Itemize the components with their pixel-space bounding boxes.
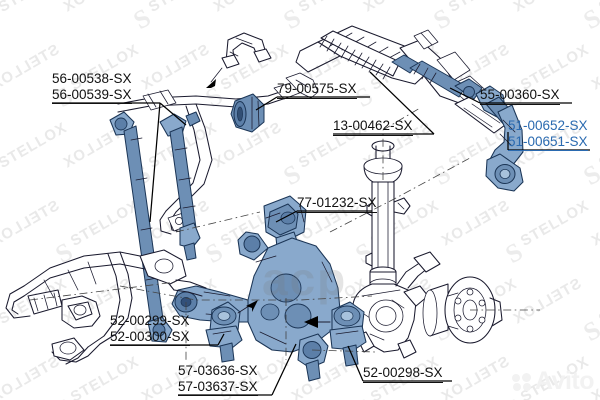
part-bushing-clamp — [221, 32, 272, 69]
part-inner-tie-rod — [391, 54, 483, 100]
part-number: 52-00299-SX — [110, 313, 190, 328]
assembly-arrow-ball-joint — [304, 316, 331, 328]
part-number: 13-00462-SX — [333, 118, 413, 136]
callout-ball-joint: 52-00298-SX — [363, 365, 443, 383]
part-number: 55-00360-SX — [480, 87, 560, 105]
part-number: 52-00298-SX — [363, 365, 443, 383]
callout-inner-tie-rod: 55-00360-SX — [480, 87, 560, 105]
part-number: 77-01232-SX — [297, 195, 377, 213]
part-steering-rack-boot — [319, 30, 401, 80]
assembly-arrow-bushing-arm — [237, 300, 258, 314]
part-stabilizer-link-left — [109, 111, 173, 343]
part-number: 79-00575-SX — [277, 81, 357, 99]
part-control-arm-bushing — [205, 301, 243, 363]
callout-stabilizer-bushing: 79-00575-SX — [277, 81, 357, 99]
callout-steering-rack-boot: 13-00462-SX — [333, 118, 413, 136]
part-number: 51-00651-SX — [508, 134, 588, 151]
part-outer-tie-rod-end — [475, 85, 524, 192]
assembly-arrow-bushing — [206, 67, 223, 88]
part-number: 51-00652-SX — [508, 118, 588, 133]
part-number: 56-00538-SX — [52, 71, 132, 86]
assembly-centerlines — [29, 107, 540, 360]
part-front-subframe — [5, 249, 207, 365]
part-number: 57-03636-SX — [178, 363, 258, 378]
part-number: 57-03637-SX — [178, 379, 258, 396]
callout-engine-mount: 77-01232-SX — [297, 195, 377, 213]
callout-leader-lines — [52, 71, 590, 396]
part-steering-knuckle — [352, 251, 441, 359]
part-number: 56-00539-SX — [52, 87, 132, 104]
part-stabilizer-bushing — [230, 93, 265, 133]
part-number: 52-00300-SX — [110, 329, 190, 346]
